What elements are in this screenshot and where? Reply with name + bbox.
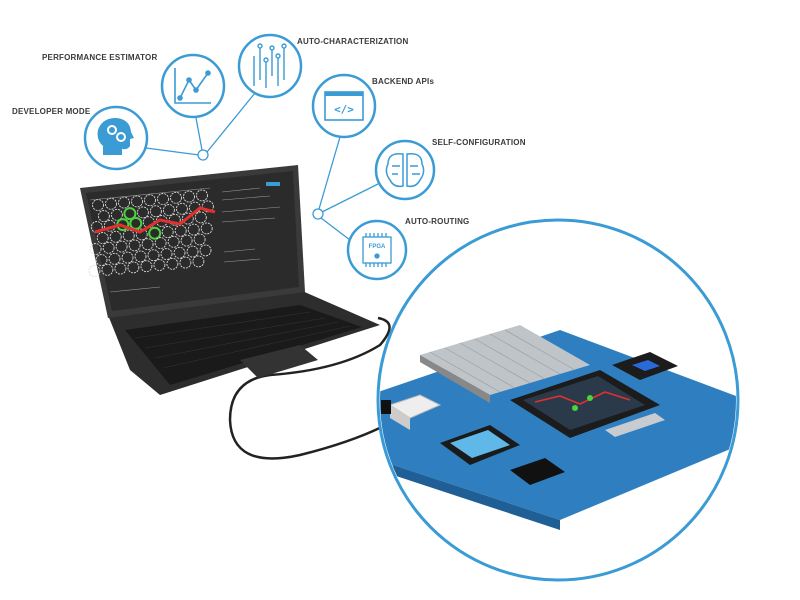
feature-label: BACKEND APIs <box>372 77 434 86</box>
hex-cell <box>95 254 108 266</box>
hex-cell <box>183 190 195 203</box>
feature-label: AUTO-CHARACTERIZATION <box>297 37 408 46</box>
hex-cell <box>121 251 134 264</box>
hex-cell <box>157 193 169 205</box>
hex-cell <box>196 189 208 202</box>
circuit-traces-icon <box>253 43 287 88</box>
feature-label: PERFORMANCE ESTIMATOR <box>42 53 157 62</box>
hex-cell <box>200 222 213 235</box>
svg-text:</>: </> <box>334 103 354 116</box>
code-window-icon: </> <box>324 91 364 121</box>
screen-button <box>266 182 280 186</box>
hex-cell <box>192 255 205 268</box>
hex-cell <box>166 257 179 270</box>
hex-cell <box>181 212 194 225</box>
hex-cell <box>167 235 180 248</box>
hex-cell <box>186 245 199 258</box>
hex-cell <box>135 228 148 241</box>
feature-performance-estimator: PERFORMANCE ESTIMATOR <box>42 53 226 119</box>
route-path <box>94 206 216 234</box>
hex-cell <box>109 230 122 243</box>
feature-auto-characterization: AUTO-CHARACTERIZATION <box>237 33 408 99</box>
hex-cell <box>90 221 103 233</box>
hex-cell <box>102 241 115 254</box>
head-gears-icon <box>97 118 134 155</box>
hex-cell <box>180 234 193 247</box>
hex-cell <box>96 232 109 244</box>
hex-cell <box>128 239 141 252</box>
connector-lines <box>145 92 379 241</box>
feature-label: SELF-CONFIGURATION <box>432 138 526 147</box>
hex-cell <box>115 240 128 253</box>
hex-cell <box>175 202 188 215</box>
hex-cell <box>123 207 137 221</box>
hex-cell <box>199 244 212 257</box>
laptop <box>80 165 380 395</box>
hex-cell <box>201 200 214 213</box>
hex-cell <box>118 196 130 209</box>
brain-circuit-icon <box>385 152 425 188</box>
hex-cell <box>129 216 143 230</box>
hex-cell <box>173 246 186 259</box>
hex-cell <box>147 249 160 262</box>
line-chart-icon <box>174 68 211 104</box>
feature-auto-routing: FPGA AUTO-ROUTING <box>346 217 469 281</box>
feature-developer-mode: DEVELOPER MODE <box>12 105 149 171</box>
hex-cell <box>140 260 153 273</box>
feature-label: AUTO-ROUTING <box>405 217 469 226</box>
usb-cable <box>228 316 396 460</box>
hex-cell <box>136 206 149 219</box>
hex-cell <box>89 243 102 255</box>
hex-cell <box>122 229 135 242</box>
hex-cell <box>194 211 207 224</box>
hex-cell <box>108 252 121 265</box>
hex-cell <box>148 226 162 240</box>
hex-cell <box>101 263 114 276</box>
hex-cell <box>110 208 123 221</box>
hex-cell <box>168 213 181 226</box>
hub-node-right <box>312 208 324 220</box>
feature-self-configuration: SELF-CONFIGURATION <box>374 138 526 201</box>
hex-cell <box>161 226 174 238</box>
hex-cell <box>141 238 154 251</box>
hex-cell <box>160 248 173 260</box>
heatsink <box>420 325 590 395</box>
hex-cell <box>127 261 140 274</box>
power-adapter <box>388 394 442 419</box>
hex-cell <box>105 197 117 210</box>
hex-cell <box>134 250 147 263</box>
small-chip <box>510 458 565 485</box>
hex-cell <box>149 205 162 218</box>
connector-strip <box>605 413 665 437</box>
fpga-board-closeup <box>376 218 740 582</box>
hex-cell <box>144 194 156 207</box>
laptop-touchpad <box>240 345 318 378</box>
hex-cell <box>114 262 127 275</box>
hex-cell <box>170 191 182 204</box>
feature-label: DEVELOPER MODE <box>12 107 91 116</box>
feature-backend-apis: </> BACKEND APIs <box>311 73 434 139</box>
hub-node-left <box>197 149 209 161</box>
hex-cell <box>97 210 110 222</box>
hex-cell <box>179 256 192 269</box>
screen-text-panel <box>89 187 281 293</box>
hex-cell <box>153 259 166 271</box>
hex-cell <box>187 223 200 236</box>
fpga-chip-icon <box>362 233 392 267</box>
hex-cell <box>162 204 175 216</box>
hex-cell <box>154 237 167 249</box>
cable-plug <box>381 400 391 414</box>
chip-label: FPGA <box>369 244 386 250</box>
hex-cell <box>88 265 101 277</box>
hex-cell <box>193 233 206 246</box>
hex-routing-grid <box>88 189 214 277</box>
laptop-keyboard <box>125 305 362 385</box>
hex-cell <box>131 195 143 208</box>
